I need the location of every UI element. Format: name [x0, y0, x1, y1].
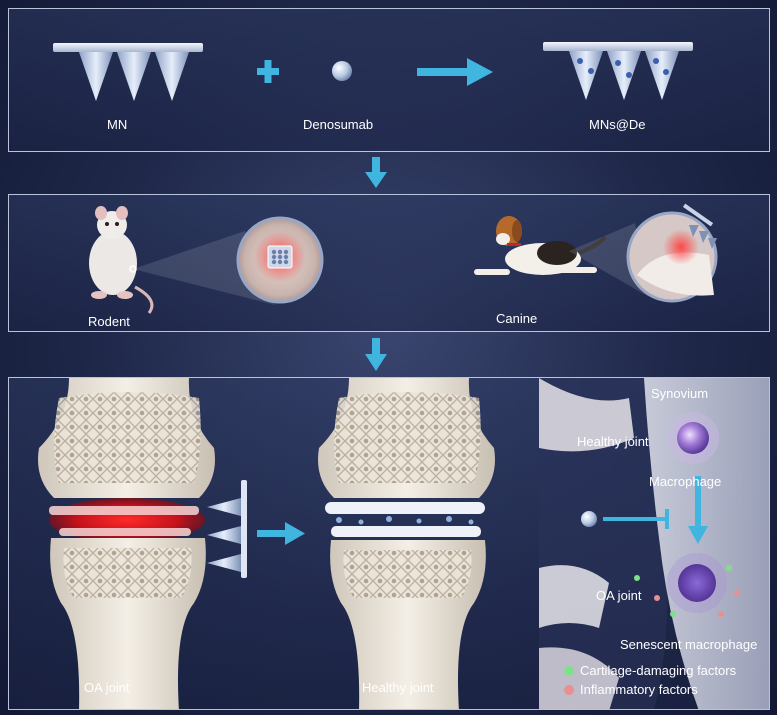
mn-patch: [53, 43, 203, 101]
inset-oa-joint-label: OA joint: [596, 588, 642, 603]
rat-illustration: [89, 206, 154, 314]
legend-inflammatory-label: Inflammatory factors: [580, 682, 698, 697]
panel-mechanism: OA joint Healthy joint Synovium Healthy …: [8, 377, 770, 710]
senescent-macrophage-label: Senescent macrophage: [620, 637, 758, 652]
arrow-right-icon: [257, 522, 305, 545]
mn-fabrication-illustration: [53, 42, 693, 101]
panel-mn-fabrication: MN Denosumab MNs@De: [8, 8, 770, 152]
rodent-label: Rodent: [88, 314, 130, 329]
legend-dot-cartilage: [564, 666, 574, 676]
legend-dot-inflammatory: [564, 685, 574, 695]
legend-cartilage-label: Cartilage-damaging factors: [580, 663, 737, 678]
oa-joint-illustration: [38, 378, 215, 709]
arrow-down-icon: [365, 338, 387, 371]
dog-illustration: [474, 216, 607, 275]
mechanism-illustration: [38, 378, 769, 709]
synovium-label: Synovium: [651, 386, 709, 401]
synovium-inset: [539, 378, 769, 709]
oa-joint-label: OA joint: [84, 680, 130, 695]
healthy-joint-illustration: [318, 378, 495, 709]
mn-loaded-patch: [543, 42, 693, 100]
arrow-right-icon: [417, 58, 493, 86]
arrow-down-icon: [365, 157, 387, 188]
mn-label: MN: [107, 117, 128, 132]
panel-animal-models: Rodent Canine: [8, 194, 770, 332]
mns-de-label: MNs@De: [589, 117, 646, 132]
plus-icon: [257, 60, 279, 83]
dog-joint-magnifier: [626, 203, 718, 303]
animal-models-illustration: [89, 203, 718, 314]
denosumab-label: Denosumab: [303, 117, 374, 132]
macrophage-label: Macrophage: [649, 474, 722, 489]
healthy-joint-label: Healthy joint: [362, 680, 434, 695]
canine-label: Canine: [496, 311, 538, 326]
rat-skin-magnifier: [236, 216, 324, 304]
denosumab-sphere: [332, 61, 352, 81]
mn-patch-applied: [207, 480, 247, 578]
inset-healthy-joint-label: Healthy joint: [577, 434, 649, 449]
